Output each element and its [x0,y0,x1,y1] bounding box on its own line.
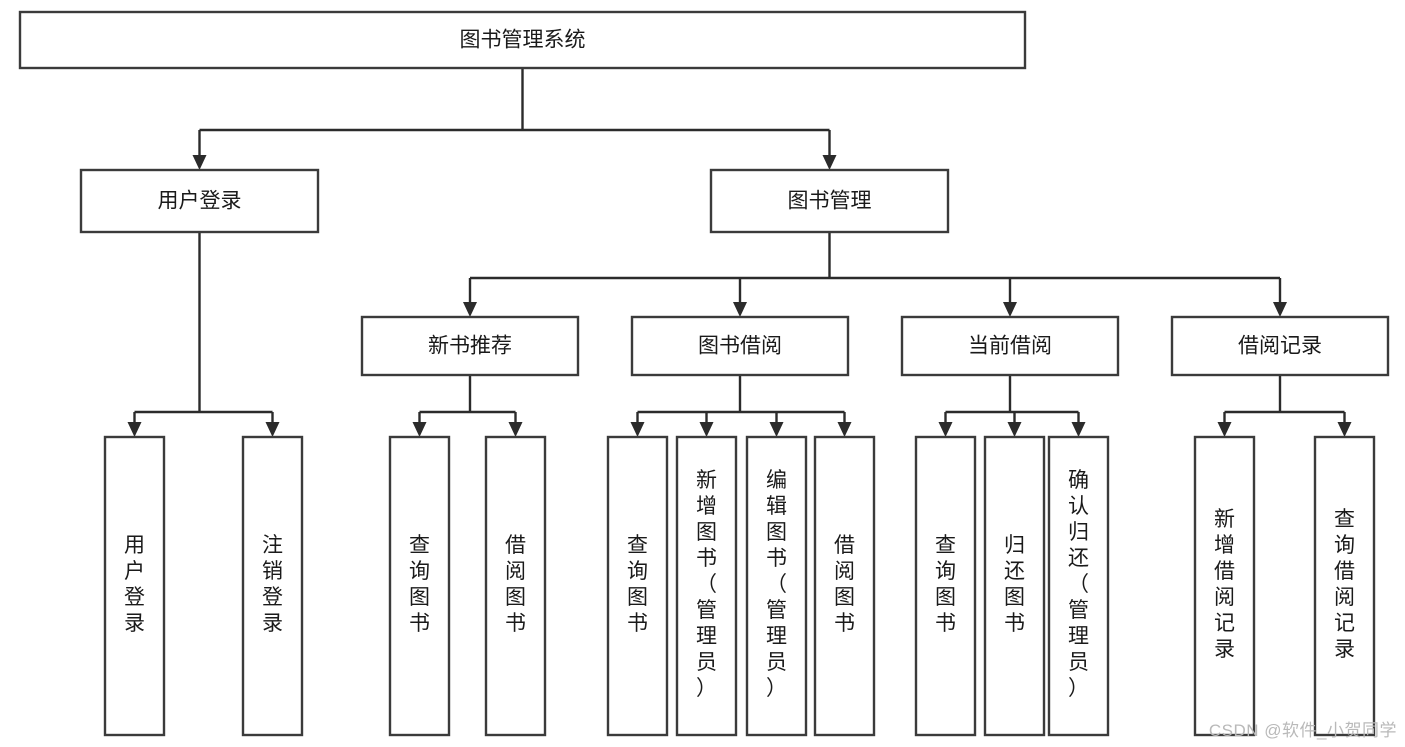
node-box-归还图书[interactable] [983,435,1046,737]
node-box-查询图书[interactable] [388,435,451,737]
node-label-借阅图书: 借阅图书 [505,534,526,635]
node-label-借阅记录: 借阅记录 [1238,335,1322,358]
l1-0-branch-1-arrowhead [265,422,280,437]
node-box-查询图书[interactable] [606,435,669,737]
node-box-图书管理系统[interactable] [18,10,1027,70]
node-box-图书管理[interactable] [709,168,950,234]
node-label-新书推荐: 新书推荐 [428,335,512,358]
node-box-注销登录[interactable] [241,435,304,737]
l2-1-2-branch-0-arrowhead [938,422,953,437]
node-图书借阅[interactable]: 图书借阅 [630,315,850,377]
l2-1-0-branch-1-arrowhead [508,422,523,437]
node-box-用户登录[interactable] [79,168,320,234]
node-label-借阅图书: 借阅图书 [834,534,855,635]
node-box-用户登录[interactable] [103,435,166,737]
l1-1-branch-2-arrowhead [1003,302,1017,317]
l2-1-3-branch-0-arrowhead [1217,422,1232,437]
node-box-新增借阅记录[interactable] [1193,435,1256,737]
l2-1-1-branch-3-arrowhead [837,422,852,437]
l2-1-2-branch-1-arrowhead [1007,422,1022,437]
node-label-当前借阅: 当前借阅 [968,335,1052,358]
node-label-查询图书: 查询图书 [935,534,956,635]
node-box-图书借阅[interactable] [630,315,850,377]
l2-1-3-branch-1-arrowhead [1337,422,1352,437]
l1-1-branch-1-arrowhead [733,302,747,317]
connector-layer [127,68,1352,437]
root-branch-0-arrowhead [192,155,207,170]
node-label-新增图书管理员: 新增图书（管理员） [696,469,717,700]
node-box-确认归还管理员[interactable] [1047,435,1110,737]
l2-1-1-branch-1-arrowhead [699,422,714,437]
node-box-查询借阅记录[interactable] [1313,435,1376,737]
node-借阅记录[interactable]: 借阅记录 [1170,315,1390,377]
node-编辑图书管理员[interactable]: 编辑图书（管理员） [745,435,808,737]
node-box-编辑图书管理员[interactable] [745,435,808,737]
node-box-借阅记录[interactable] [1170,315,1390,377]
node-box-借阅图书[interactable] [484,435,547,737]
node-label-查询借阅记录: 查询借阅记录 [1334,508,1355,661]
node-用户登录[interactable]: 用户登录 [79,168,320,234]
node-新书推荐[interactable]: 新书推荐 [360,315,580,377]
node-label-用户登录: 用户登录 [158,190,242,213]
node-label-图书借阅: 图书借阅 [698,335,782,358]
node-查询借阅记录[interactable]: 查询借阅记录 [1313,435,1376,737]
node-查询图书[interactable]: 查询图书 [388,435,451,737]
node-当前借阅[interactable]: 当前借阅 [900,315,1120,377]
node-注销登录[interactable]: 注销登录 [241,435,304,737]
node-box-新增图书管理员[interactable] [675,435,738,737]
node-box-查询图书[interactable] [914,435,977,737]
l2-1-2-branch-2-arrowhead [1071,422,1086,437]
l1-0-branch-0-arrowhead [127,422,142,437]
root-branch-1-arrowhead [822,155,837,170]
l1-1-branch-3-arrowhead [1273,302,1287,317]
node-新增借阅记录[interactable]: 新增借阅记录 [1193,435,1256,737]
node-label-图书管理系统: 图书管理系统 [460,29,586,52]
node-用户登录[interactable]: 用户登录 [103,435,166,737]
node-label-新增借阅记录: 新增借阅记录 [1214,508,1235,661]
node-layer: 图书管理系统用户登录用户登录注销登录图书管理新书推荐查询图书借阅图书图书借阅查询… [18,10,1390,737]
node-label-归还图书: 归还图书 [1004,534,1025,635]
node-label-编辑图书管理员: 编辑图书（管理员） [766,469,787,700]
node-归还图书[interactable]: 归还图书 [983,435,1046,737]
node-label-确认归还管理员: 确认归还（管理员） [1068,469,1089,700]
l2-1-1-branch-2-arrowhead [769,422,784,437]
csdn-watermark: CSDN @软件_小贺同学 [1208,721,1397,740]
node-图书管理系统[interactable]: 图书管理系统 [18,10,1027,70]
node-label-图书管理: 图书管理 [788,190,872,213]
node-借阅图书[interactable]: 借阅图书 [813,435,876,737]
node-label-注销登录: 注销登录 [262,534,283,635]
node-图书管理[interactable]: 图书管理 [709,168,950,234]
node-新增图书管理员[interactable]: 新增图书（管理员） [675,435,738,737]
node-label-查询图书: 查询图书 [627,534,648,635]
l2-1-1-branch-0-arrowhead [630,422,645,437]
node-label-用户登录: 用户登录 [124,534,145,635]
node-box-借阅图书[interactable] [813,435,876,737]
node-借阅图书[interactable]: 借阅图书 [484,435,547,737]
node-确认归还管理员[interactable]: 确认归还（管理员） [1047,435,1110,737]
node-box-当前借阅[interactable] [900,315,1120,377]
node-查询图书[interactable]: 查询图书 [606,435,669,737]
node-查询图书[interactable]: 查询图书 [914,435,977,737]
l2-1-0-branch-0-arrowhead [412,422,427,437]
node-label-查询图书: 查询图书 [409,534,430,635]
l1-1-branch-0-arrowhead [463,302,477,317]
node-box-新书推荐[interactable] [360,315,580,377]
